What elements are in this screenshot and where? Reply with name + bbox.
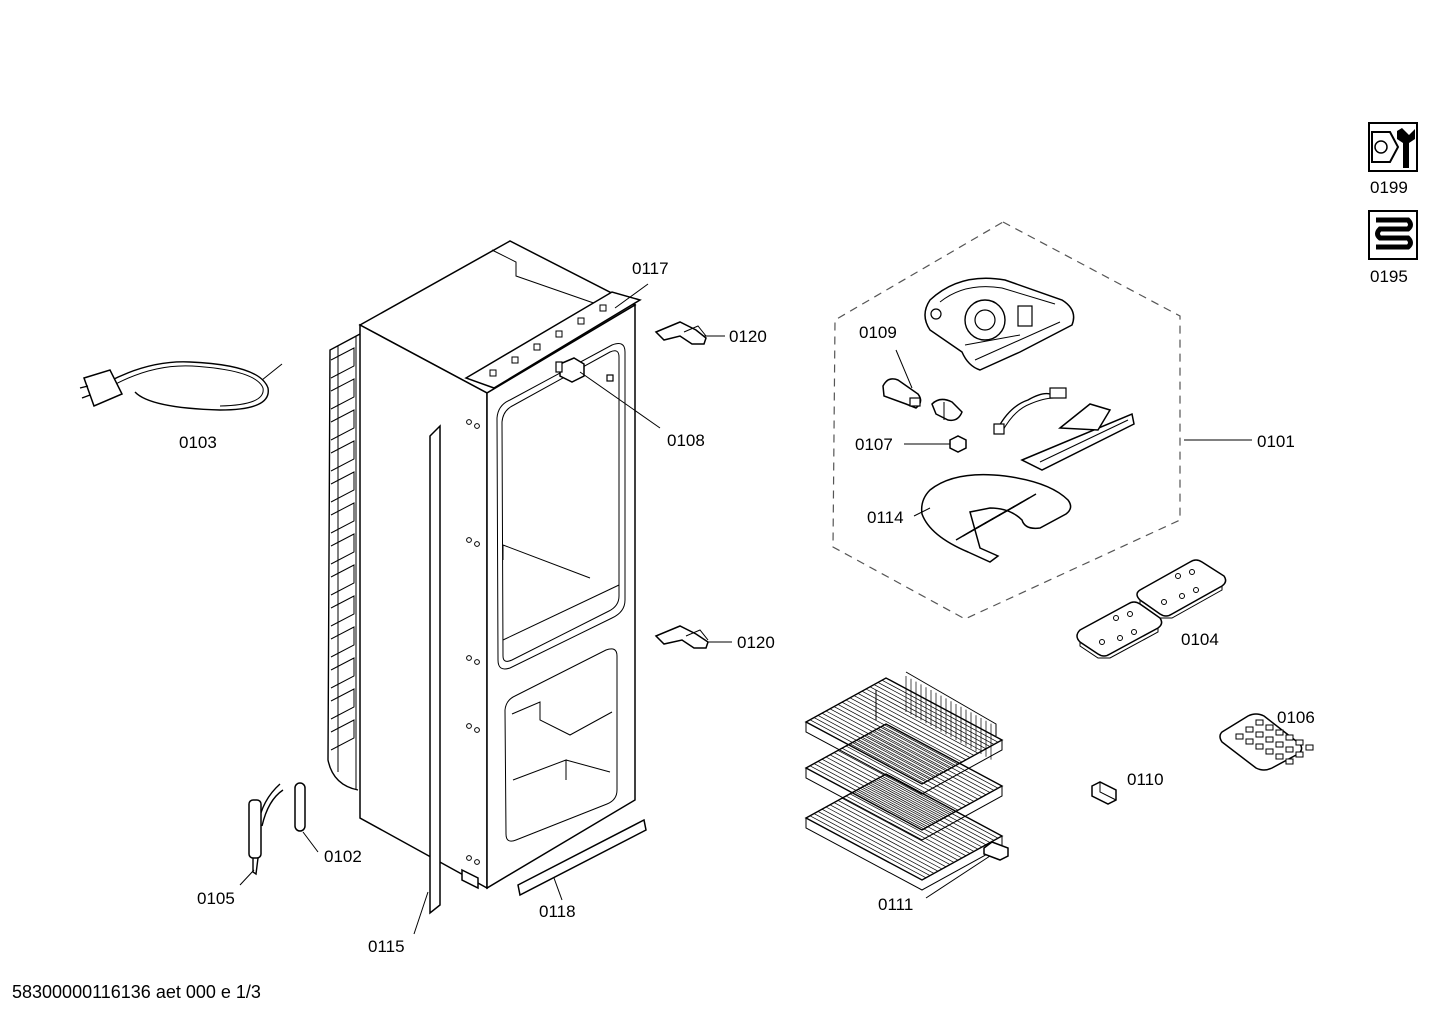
leader-lines — [239, 283, 1252, 935]
part-control-panel — [1020, 403, 1135, 471]
label-0105: 0105 — [197, 889, 235, 908]
part-wire-harness — [993, 387, 1067, 435]
part-0104-ice-packs[interactable] — [1076, 559, 1227, 659]
label-0108: 0108 — [667, 431, 705, 450]
label-0120-lower: 0120 — [737, 633, 775, 652]
part-0108-clip[interactable] — [555, 357, 585, 383]
part-0120-hinge-lower[interactable] — [654, 625, 709, 649]
cabinet-body — [327, 240, 642, 890]
part-0110-bracket[interactable] — [1091, 781, 1117, 805]
condenser-coil — [327, 333, 361, 791]
label-0109: 0109 — [859, 323, 897, 342]
part-0109-lamp[interactable] — [882, 378, 922, 409]
label-0104: 0104 — [1181, 630, 1219, 649]
label-0120-upper: 0120 — [729, 327, 767, 346]
label-0199: 0199 — [1370, 178, 1408, 197]
label-0110: 0110 — [1127, 770, 1164, 789]
label-0117: 0117 — [632, 259, 669, 278]
label-0106: 0106 — [1277, 708, 1315, 727]
label-0102: 0102 — [324, 847, 362, 866]
part-0101-assembly-group[interactable] — [832, 221, 1181, 620]
part-lamp-socket — [931, 398, 963, 422]
label-0115: 0115 — [368, 937, 405, 956]
part-0102-pin[interactable] — [294, 782, 306, 832]
tool-icon[interactable] — [1368, 122, 1418, 172]
part-0115-strip[interactable] — [429, 424, 441, 915]
label-0111: 0111 — [878, 895, 913, 914]
label-0114: 0114 — [867, 508, 904, 527]
label-0103: 0103 — [179, 433, 217, 452]
part-0120-hinge-upper[interactable] — [654, 321, 707, 345]
label-0107: 0107 — [855, 435, 893, 454]
part-0114-fan-cover[interactable] — [920, 473, 1072, 563]
part-0103-power-cord[interactable] — [79, 361, 283, 411]
part-0106-ice-tray[interactable] — [1219, 713, 1314, 771]
part-0118-strip[interactable] — [517, 818, 647, 897]
part-housing — [924, 277, 1075, 371]
part-0105-sensor[interactable] — [248, 783, 284, 876]
heating-element-icon[interactable] — [1368, 210, 1418, 260]
part-0111-wire-shelves[interactable] — [804, 671, 1009, 891]
part-0107-connector[interactable] — [949, 435, 967, 453]
document-footer: 58300000116136 aet 000 e 1/3 — [12, 982, 261, 1002]
label-0195: 0195 — [1370, 267, 1408, 286]
label-0101: 0101 — [1257, 432, 1295, 451]
label-0118: 0118 — [539, 902, 576, 921]
